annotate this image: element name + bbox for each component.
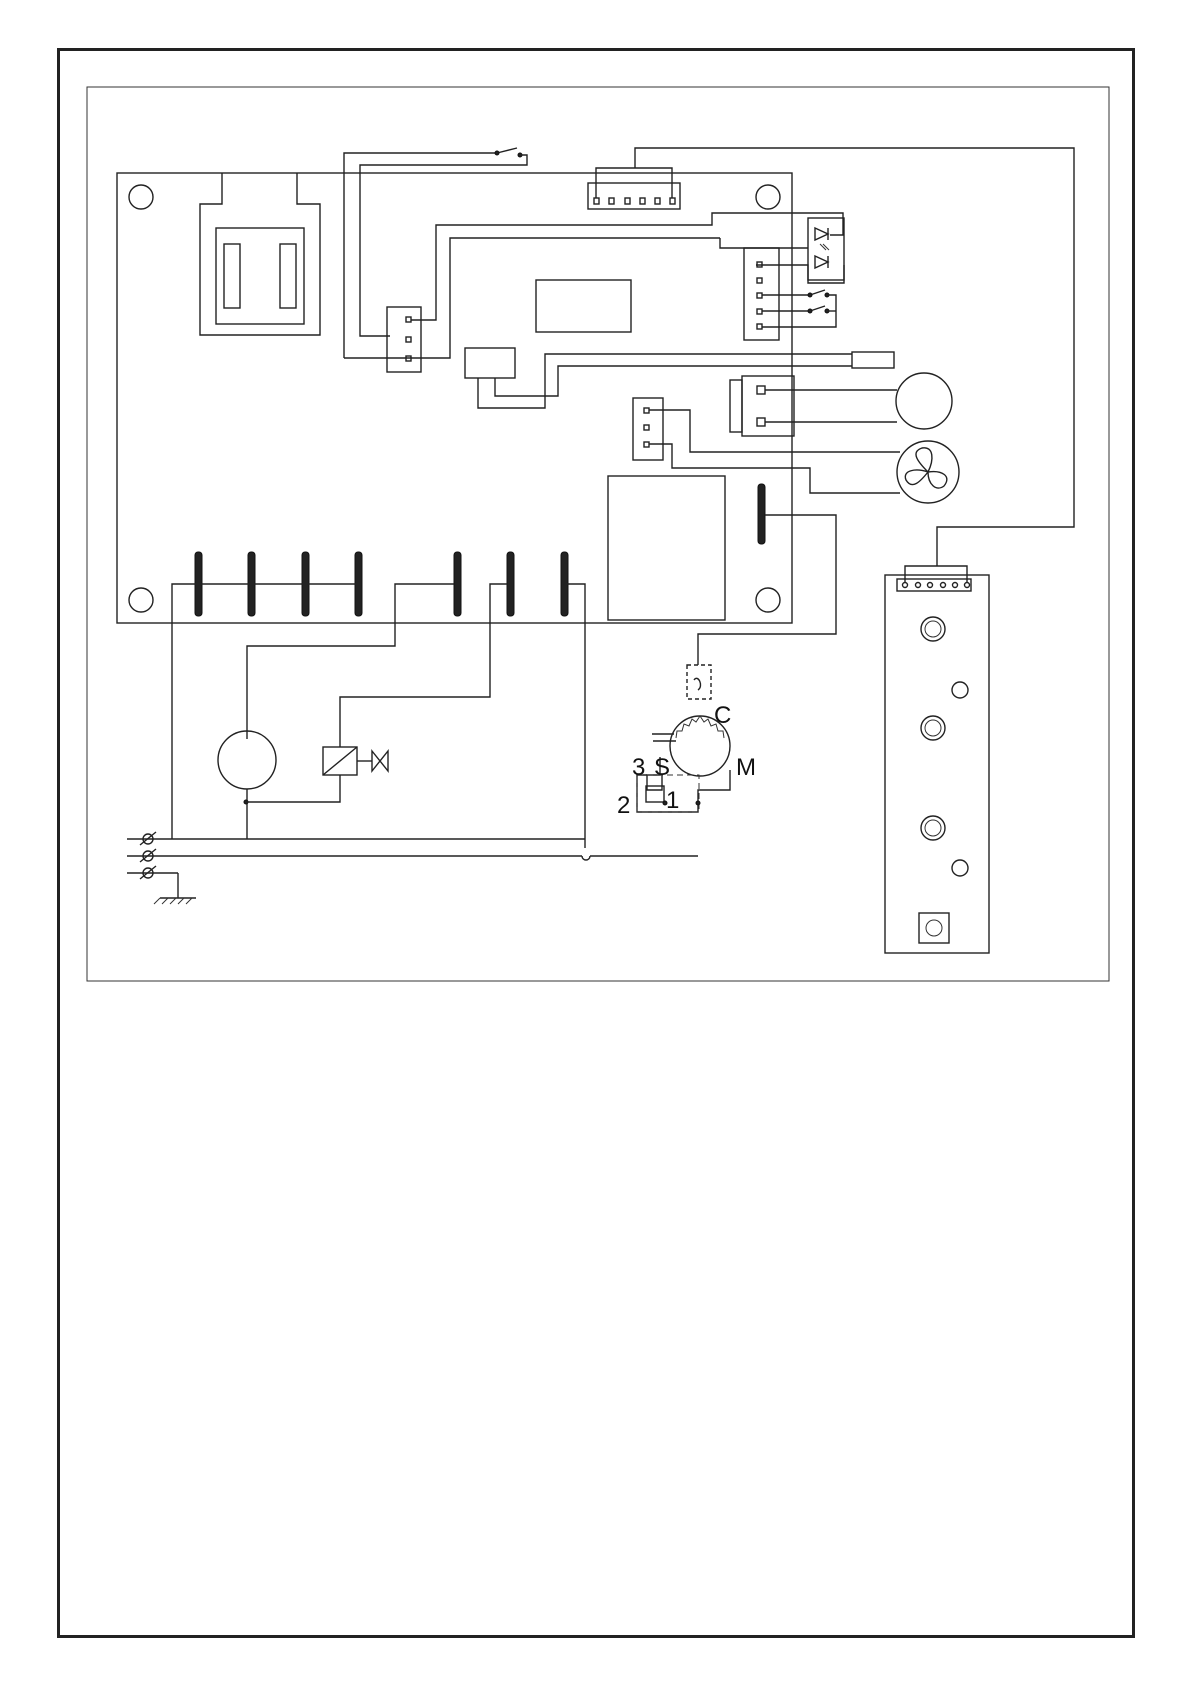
- compressor-label-3: 3: [632, 754, 645, 781]
- buzzer: [465, 348, 515, 378]
- indicator-icon: [952, 682, 968, 698]
- led-icon: [720, 218, 844, 283]
- relay-block: [608, 476, 725, 620]
- button-icon: [919, 913, 949, 943]
- compressor-label-m: M: [736, 754, 756, 781]
- power-input: [127, 832, 698, 904]
- connector-6pin-top: [588, 148, 1074, 566]
- compressor-icon: [637, 665, 730, 812]
- compressor-label-s: S: [654, 754, 670, 781]
- indicator-icon: [952, 860, 968, 876]
- fan-icon: [897, 441, 959, 503]
- mount-hole-icon: [129, 185, 153, 209]
- motor-icon: [896, 373, 952, 429]
- compressor-label-2: 2: [617, 792, 630, 819]
- diagram-frame: [87, 87, 1109, 981]
- connector-3pin: [344, 213, 843, 372]
- fan-connector: [633, 398, 900, 493]
- compressor-label-c: C: [714, 702, 731, 729]
- display-board: [885, 566, 989, 953]
- thermal-protector-icon: [687, 665, 711, 699]
- motor-connector: [730, 376, 897, 436]
- microcontroller-chip: [536, 280, 631, 332]
- mount-hole-icon: [756, 588, 780, 612]
- solenoid-valve-icon: [247, 747, 388, 802]
- mount-hole-icon: [129, 588, 153, 612]
- ground-icon: [154, 898, 196, 904]
- connector-5pin-right: [744, 248, 836, 340]
- transformer-icon: [200, 173, 320, 335]
- pump-motor-icon: [218, 731, 276, 789]
- temperature-sensor: [478, 352, 894, 408]
- relay-terminal-right: [698, 484, 836, 665]
- compressor-label-1: 1: [666, 787, 679, 814]
- mount-hole-icon: [756, 185, 780, 209]
